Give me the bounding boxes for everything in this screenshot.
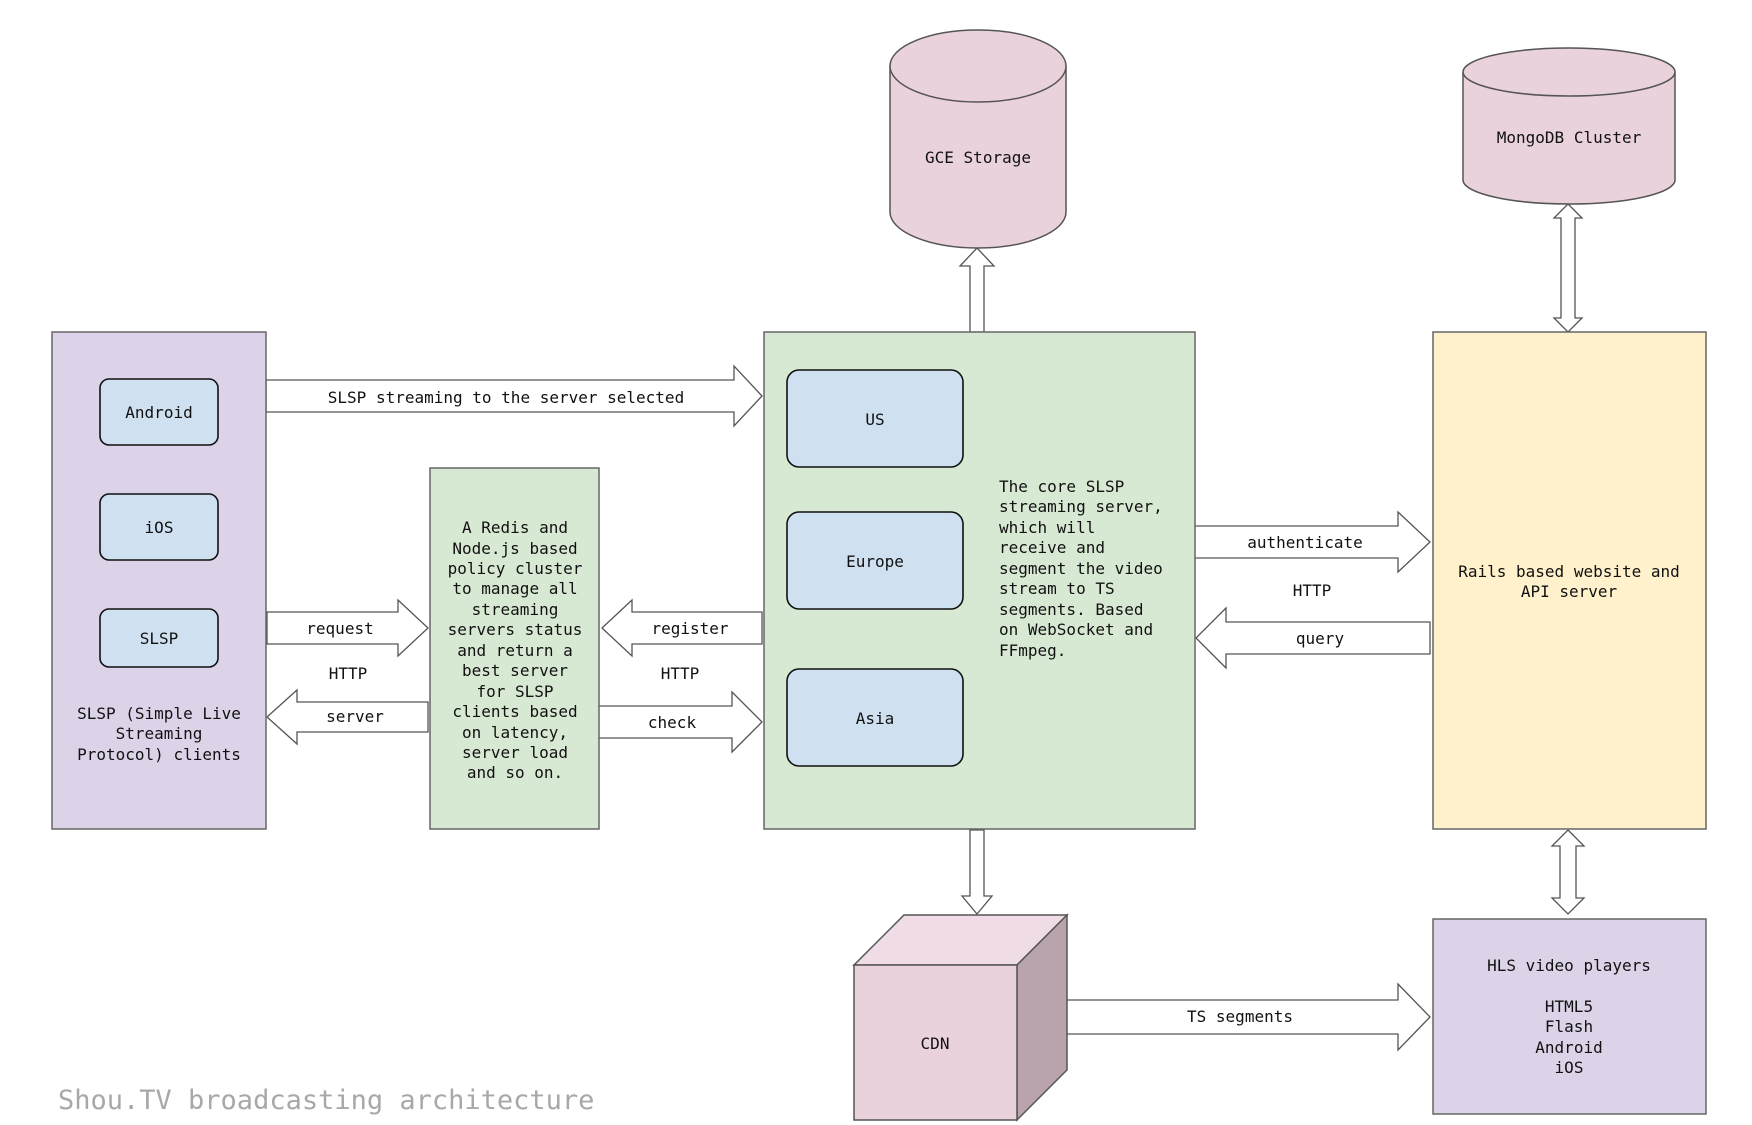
cdn-label: CDN — [921, 1034, 950, 1053]
policy-text-12: and so on. — [467, 763, 563, 782]
region-europe-box — [786, 511, 964, 610]
gce-storage-cylinder: GCE Storage — [889, 29, 1067, 249]
client-ios-box — [99, 493, 219, 561]
arrow-server — [266, 688, 429, 746]
policy-text-9: clients based — [452, 702, 577, 721]
arrow-request — [266, 598, 429, 658]
policy-text-0: A Redis and — [462, 518, 568, 537]
cdn-cube: CDN — [852, 913, 1069, 1122]
arrow-slsp-streaming — [265, 364, 763, 428]
arrow-core-to-cdn — [960, 829, 994, 916]
core-text-5: stream to TS — [999, 579, 1115, 598]
core-text-2: which will — [999, 518, 1095, 537]
policy-text-10: on latency, — [462, 723, 568, 742]
arrow-check — [597, 690, 763, 754]
mongodb-top — [1462, 47, 1676, 97]
hls-text-5: iOS — [1555, 1058, 1584, 1077]
edge-label-ts-segments: TS segments — [1187, 1007, 1293, 1026]
core-text-0: The core SLSP — [999, 477, 1124, 496]
cdn-cube-front — [853, 964, 1018, 1121]
arrow-query — [1195, 606, 1431, 670]
slsp-clients-group: Android iOS SLSP SLSP (Simple Live Strea… — [51, 331, 267, 830]
region-europe-label: Europe — [846, 552, 904, 571]
policy-text-7: best server — [462, 661, 568, 680]
edge-label-server: server — [326, 707, 384, 726]
client-slsp-box — [99, 608, 219, 668]
policy-cluster-group: A Redis and Node.js based policy cluster… — [429, 467, 600, 830]
edge-label-check: check — [648, 713, 697, 732]
hls-players-box — [1432, 918, 1707, 1115]
policy-text-1: Node.js based — [452, 539, 577, 558]
policy-text-3: to manage all — [452, 579, 577, 598]
client-ios-label: iOS — [145, 518, 174, 537]
edge-label-authenticate: authenticate — [1247, 533, 1363, 552]
gce-storage-body — [889, 66, 1067, 249]
mongodb-label: MongoDB Cluster — [1497, 128, 1642, 147]
edge-label-http-mid: HTTP — [661, 664, 700, 683]
policy-text-5: servers status — [448, 620, 583, 639]
slsp-clients-caption-line2: Streaming — [116, 724, 203, 743]
client-android-box — [99, 378, 219, 446]
arrow-rails-hls — [1550, 829, 1586, 915]
rails-server-box — [1432, 331, 1707, 830]
rails-text-0: Rails based website and — [1458, 562, 1680, 581]
region-asia-box — [786, 668, 964, 767]
edge-label-http-right: HTTP — [1293, 581, 1332, 600]
core-text-7: on WebSocket and — [999, 620, 1153, 639]
core-text-3: receive and — [999, 538, 1105, 557]
slsp-clients-caption-line3: Protocol) clients — [77, 745, 241, 764]
client-slsp-label: SLSP — [140, 629, 179, 648]
core-text-1: streaming server, — [999, 497, 1163, 516]
region-us-label: US — [865, 410, 884, 429]
arrow-register — [601, 598, 763, 658]
arrow-ts-segments — [1064, 982, 1431, 1052]
region-asia-label: Asia — [856, 709, 895, 728]
core-text-6: segments. Based — [999, 600, 1144, 619]
policy-cluster-box — [429, 467, 600, 830]
policy-text-8: for SLSP — [476, 682, 553, 701]
edge-label-register: register — [651, 619, 728, 638]
policy-text-6: and return a — [457, 641, 573, 660]
arrow-core-to-gce — [958, 247, 996, 333]
region-us-box — [786, 369, 964, 468]
arrow-authenticate — [1192, 510, 1431, 574]
mongodb-cylinder: MongoDB Cluster — [1462, 47, 1676, 205]
hls-text-2: HTML5 — [1545, 997, 1593, 1016]
hls-text-4: Android — [1535, 1038, 1602, 1057]
mongodb-body — [1462, 72, 1676, 205]
edge-label-slsp-streaming: SLSP streaming to the server selected — [328, 388, 684, 407]
policy-text-11: server load — [462, 743, 568, 762]
arrow-mongo-rails — [1552, 203, 1584, 333]
gce-storage-top — [889, 29, 1067, 103]
core-text-8: FFmpeg. — [999, 641, 1066, 660]
core-server-group: US Europe Asia The core SLSP streaming s… — [763, 331, 1196, 830]
gce-storage-label: GCE Storage — [925, 148, 1031, 167]
client-android-label: Android — [125, 403, 192, 422]
diagram-title: Shou.TV broadcasting architecture — [58, 1085, 594, 1116]
edge-label-request: request — [306, 619, 373, 638]
policy-text-2: policy cluster — [448, 559, 583, 578]
rails-text-1: API server — [1521, 582, 1618, 601]
hls-text-3: Flash — [1545, 1017, 1593, 1036]
policy-text-4: streaming — [472, 600, 559, 619]
core-text-4: segment the video — [999, 559, 1163, 578]
rails-server-group: Rails based website and API server — [1432, 331, 1707, 830]
edge-label-query: query — [1296, 629, 1345, 648]
hls-players-group: HLS video players HTML5 Flash Android iO… — [1432, 918, 1707, 1115]
slsp-clients-caption-line1: SLSP (Simple Live — [77, 704, 241, 723]
hls-text-0: HLS video players — [1487, 956, 1651, 975]
edge-label-http-left: HTTP — [329, 664, 368, 683]
